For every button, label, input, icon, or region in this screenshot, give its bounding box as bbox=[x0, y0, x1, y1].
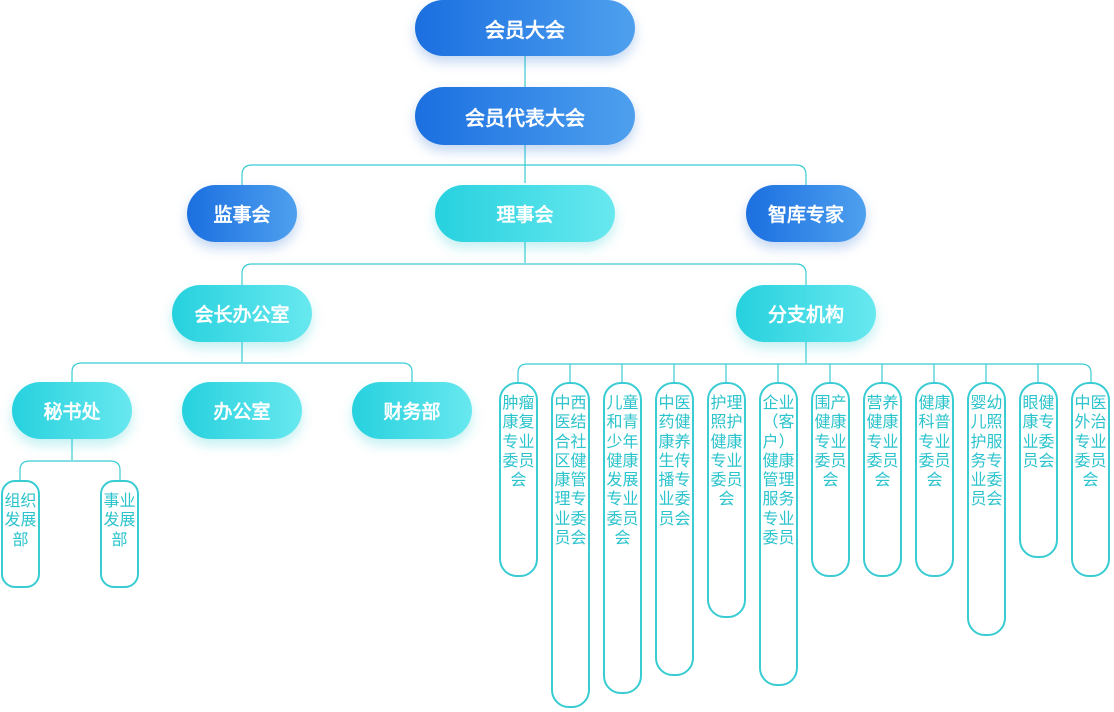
committee-tcm-external-therapy: 中医外治专业委员会 bbox=[1071, 382, 1110, 577]
finance-department-node: 财务部 bbox=[352, 382, 472, 439]
committee-infant-care-service: 婴幼儿照护服务专业委员会 bbox=[967, 382, 1006, 636]
representative-assembly-node: 会员代表大会 bbox=[415, 87, 635, 145]
general-assembly-node: 会员大会 bbox=[415, 0, 635, 56]
committee-integrated-community-health: 中西医结合社区健康管理专业委员会 bbox=[551, 382, 590, 708]
connector-office-units bbox=[71, 342, 413, 382]
president-office-node: 会长办公室 bbox=[172, 285, 312, 342]
think-tank-experts-node: 智库专家 bbox=[746, 185, 866, 242]
connector-l3-l4 bbox=[241, 242, 807, 285]
committee-eye-health: 眼健康专业委员会 bbox=[1019, 382, 1058, 558]
connector-secretariat-units bbox=[19, 439, 121, 480]
branch-organizations-node: 分支机构 bbox=[736, 285, 876, 342]
committee-nutrition-health: 营养健康专业委员会 bbox=[863, 382, 902, 577]
council-node: 理事会 bbox=[435, 185, 615, 242]
committee-oncology-rehab: 肿瘤康复专业委员会 bbox=[499, 382, 538, 577]
secretariat-node: 秘书处 bbox=[12, 382, 132, 439]
connector-l2-l3 bbox=[241, 145, 807, 185]
business-development-dept-node: 事业发展部 bbox=[100, 480, 139, 588]
office-node: 办公室 bbox=[182, 382, 302, 439]
committee-enterprise-health-management: 企业（客户）健康管理服务专业委员 bbox=[759, 382, 798, 686]
connector-branch-committees bbox=[517, 342, 1092, 382]
committee-tcm-wellness-communication: 中医药健康养生传播专业委员会 bbox=[655, 382, 694, 676]
committee-health-science-popularization: 健康科普专业委员会 bbox=[915, 382, 954, 577]
supervisory-board-node: 监事会 bbox=[187, 185, 297, 242]
committee-child-youth-health: 儿童和青少年健康发展专业委员会 bbox=[603, 382, 642, 694]
committee-perinatal-health: 围产健康专业委员会 bbox=[811, 382, 850, 577]
committee-nursing-care-health: 护理照护健康专业委员会 bbox=[707, 382, 746, 618]
organization-development-dept-node: 组织发展部 bbox=[1, 480, 40, 588]
